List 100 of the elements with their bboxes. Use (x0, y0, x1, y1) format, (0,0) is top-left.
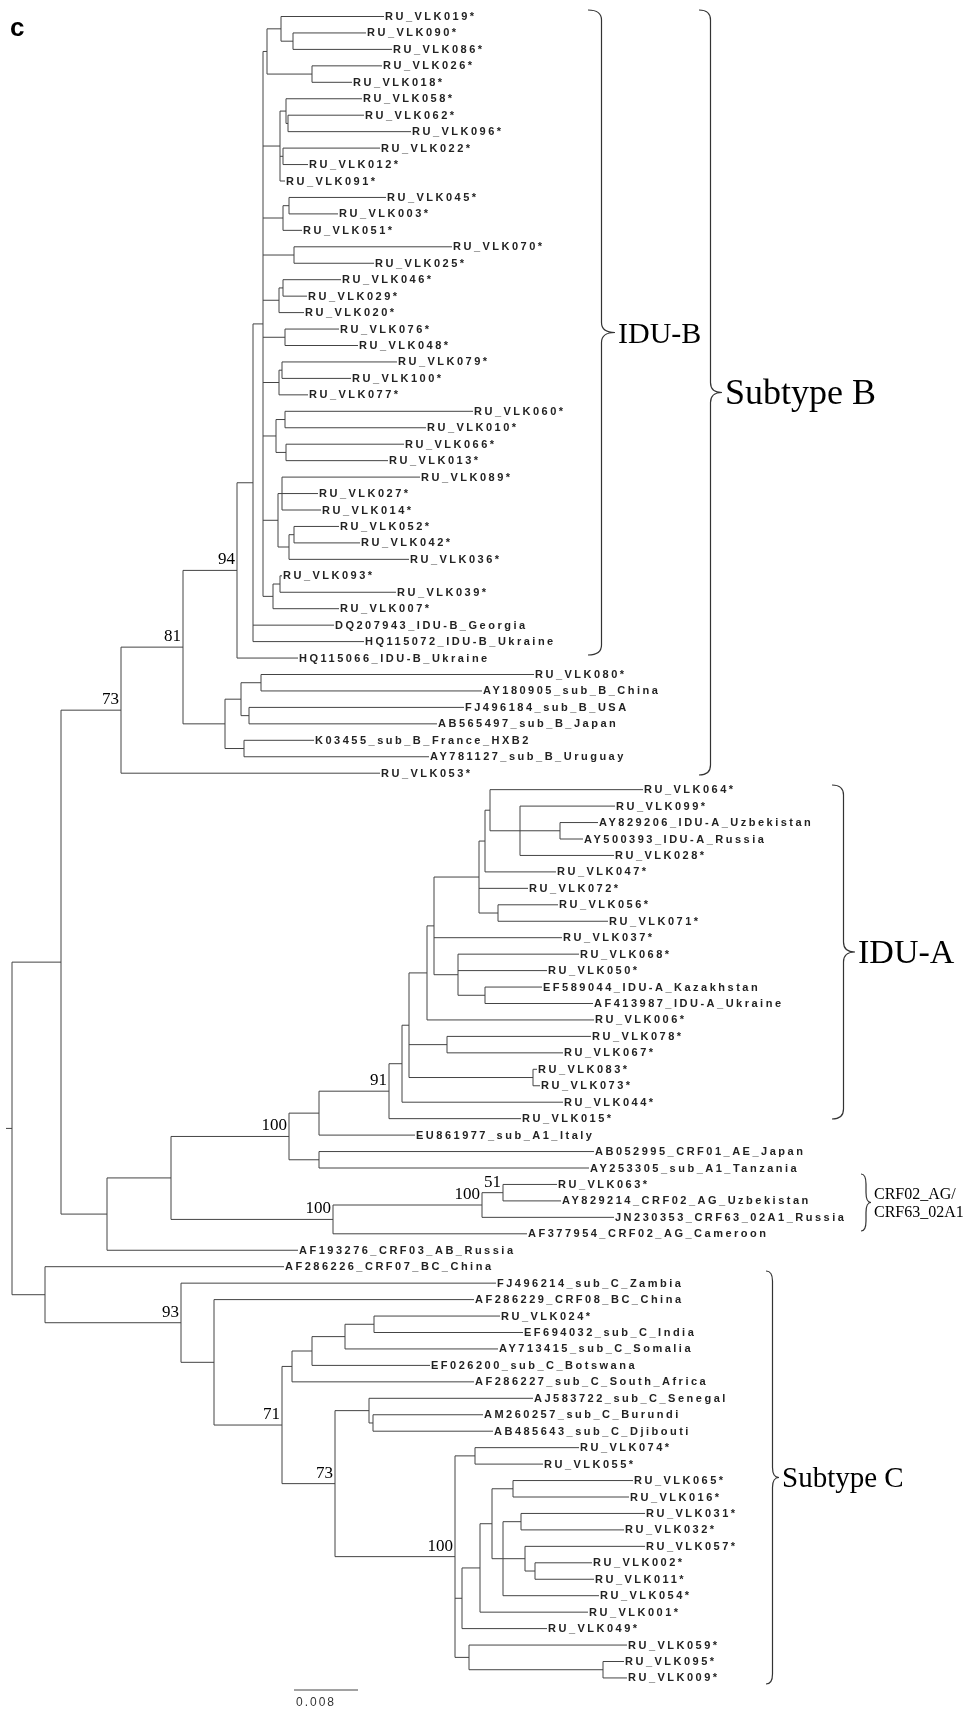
leaf-label: AY829214_CRF02_AG_Uzbekistan (562, 1194, 811, 1208)
leaf-label: RU_VLK031* (646, 1506, 738, 1520)
bootstrap-value: 71 (263, 1405, 280, 1424)
leaf-label: RU_VLK006* (595, 1013, 687, 1027)
leaf-label: RU_VLK099* (616, 799, 708, 813)
leaf-label: RU_VLK048* (359, 339, 451, 352)
leaf-label: RU_VLK067* (564, 1046, 656, 1060)
leaf-label: RU_VLK007* (340, 602, 432, 616)
leaf-label: RU_VLK074* (580, 1441, 672, 1455)
leaf-label: AF286227_sub_C_South_Africa (475, 1375, 709, 1389)
leaf-label: RU_VLK051* (303, 223, 395, 237)
leaf-label: RU_VLK095* (625, 1655, 717, 1668)
leaf-label: AF193276_CRF03_AB_Russia (299, 1243, 516, 1257)
clade-label: CRF02_AG/ CRF63_02A1 (874, 1184, 965, 1221)
leaf-label: RU_VLK015* (522, 1112, 614, 1126)
leaf-label: EF589044_IDU-A_Kazakhstan (543, 980, 761, 994)
leaf-label: RU_VLK026* (383, 59, 475, 73)
leaf-label: RU_VLK016* (630, 1490, 722, 1504)
leaf-label: RU_VLK072* (529, 881, 621, 895)
leaf-label: DQ207943_IDU-B_Georgia (335, 618, 528, 632)
leaf-label: RU_VLK042* (361, 536, 453, 550)
leaf-label: RU_VLK089* (421, 470, 513, 484)
leaf-label: EU861977_sub_A1_Italy (416, 1128, 595, 1142)
leaf-label: FJ496184_sub_B_USA (465, 700, 629, 714)
leaf-label: RU_VLK080* (535, 668, 627, 681)
leaf-label: RU_VLK037* (563, 931, 655, 945)
leaf-label: AF286226_CRF07_BC_China (285, 1260, 494, 1274)
leaf-label: RU_VLK029* (308, 289, 400, 303)
leaf-label: RU_VLK010* (427, 421, 519, 435)
leaf-label: RU_VLK014* (322, 503, 414, 517)
leaf-label: FJ496214_sub_C_Zambia (497, 1276, 684, 1290)
leaf-label: RU_VLK073* (541, 1079, 633, 1093)
leaf-label: AJ583722_sub_C_Senegal (534, 1391, 728, 1405)
bootstrap-value: 93 (162, 1302, 179, 1321)
leaf-label: RU_VLK096* (412, 125, 504, 139)
leaf-label: RU_VLK056* (559, 898, 651, 912)
leaf-label: RU_VLK100* (352, 371, 444, 385)
leaf-label: RU_VLK078* (592, 1029, 684, 1043)
leaf-label: AF286229_CRF08_BC_China (475, 1293, 684, 1307)
leaf-label: RU_VLK009* (628, 1671, 720, 1685)
leaf-label: AY500393_IDU-A_Russia (584, 832, 767, 846)
leaf-label: RU_VLK066* (405, 437, 497, 451)
leaf-label: RU_VLK013* (389, 454, 481, 468)
leaf-label: RU_VLK063* (558, 1177, 650, 1191)
leaf-label: AB565497_sub_B_Japan (438, 717, 619, 731)
leaf-label: RU_VLK060* (474, 404, 566, 418)
leaf-label: RU_VLK057* (646, 1539, 738, 1553)
leaf-label: RU_VLK001* (589, 1605, 681, 1619)
leaf-label: JN230353_CRF63_02A1_Russia (615, 1210, 847, 1224)
bootstrap-value: 73 (316, 1463, 333, 1482)
bootstrap-value: 100 (261, 1116, 287, 1135)
bootstrap-value: 51 (484, 1172, 501, 1191)
leaf-label: RU_VLK046* (342, 273, 434, 287)
leaf-label: RU_VLK024* (501, 1309, 593, 1323)
leaf-label: RU_VLK045* (387, 190, 479, 204)
leaf-label: RU_VLK027* (319, 487, 411, 501)
leaf-label: AY713415_sub_C_Somalia (499, 1342, 693, 1356)
leaf-label: RU_VLK086* (393, 42, 485, 56)
leaf-label: RU_VLK065* (634, 1474, 726, 1488)
leaf-label: RU_VLK020* (305, 306, 397, 320)
leaf-label: AB052995_CRF01_AE_Japan (595, 1145, 806, 1159)
leaf-label: RU_VLK052* (340, 519, 432, 533)
bootstrap-value: 73 (102, 690, 119, 709)
bootstrap-value: 100 (427, 1536, 453, 1555)
leaf-label: RU_VLK079* (398, 355, 490, 369)
bootstrap-value: 81 (164, 627, 181, 646)
leaf-label: RU_VLK049* (548, 1622, 640, 1636)
leaf-label: RU_VLK018* (353, 75, 445, 89)
leaf-label: RU_VLK076* (340, 322, 432, 336)
leaf-label: RU_VLK022* (381, 141, 473, 155)
leaf-label: RU_VLK032* (625, 1523, 717, 1537)
leaf-label: RU_VLK028* (615, 848, 707, 862)
leaf-label: RU_VLK062* (365, 108, 457, 122)
leaf-label: RU_VLK054* (600, 1589, 692, 1603)
leaf-label: RU_VLK093* (283, 569, 375, 583)
leaf-label: HQ115072_IDU-B_Ukraine (365, 635, 556, 649)
leaf-label: AY253305_sub_A1_Tanzania (590, 1161, 800, 1175)
leaf-label: AM260257_sub_C_Burundi (484, 1408, 681, 1422)
leaf-label: RU_VLK070* (453, 240, 545, 254)
leaf-label: EF694032_sub_C_India (524, 1326, 697, 1339)
leaf-label: RU_VLK003* (339, 207, 431, 221)
leaf-label: AY781127_sub_B_Uruguay (430, 750, 626, 764)
leaf-label: RU_VLK083* (538, 1062, 630, 1076)
leaf-label: RU_VLK036* (410, 552, 502, 566)
leaf-label: RU_VLK090* (367, 26, 459, 40)
leaf-label: K03455_sub_B_France_HXB2 (315, 733, 531, 747)
leaf-label: RU_VLK053* (381, 766, 473, 780)
leaf-label: RU_VLK091* (286, 174, 378, 188)
leaf-label: RU_VLK025* (375, 256, 467, 270)
leaf-label: RU_VLK011* (595, 1572, 687, 1586)
bootstrap-value: 91 (370, 1071, 387, 1090)
scale-label: 0.008 (296, 1695, 337, 1709)
leaf-label: RU_VLK039* (397, 585, 489, 599)
leaf-label: RU_VLK047* (557, 865, 649, 879)
leaf-label: RU_VLK050* (548, 964, 640, 978)
leaf-label: RU_VLK002* (593, 1556, 685, 1570)
leaf-label: RU_VLK077* (309, 388, 401, 402)
leaf-label: RU_VLK058* (363, 92, 455, 106)
leaf-label: AF377954_CRF02_AG_Cameroon (528, 1227, 769, 1241)
panel-letter: c (10, 12, 25, 42)
